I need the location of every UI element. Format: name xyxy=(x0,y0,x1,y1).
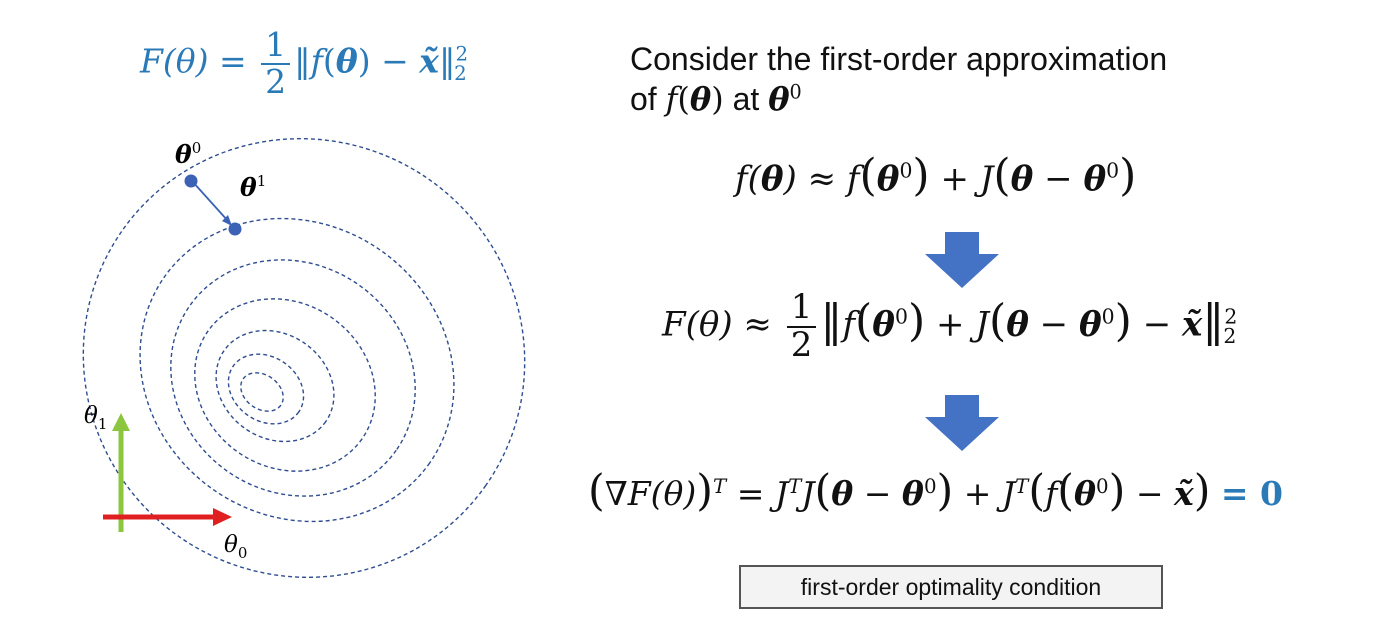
update-step-line xyxy=(191,180,229,222)
label-theta0: θ0 xyxy=(175,139,201,169)
half-fraction: 1 2 xyxy=(261,27,291,99)
contour-ring-1 xyxy=(82,137,526,579)
intro-text: Consider the first-order approximation o… xyxy=(630,40,1350,119)
down-arrow-icon xyxy=(925,232,999,288)
point-theta0 xyxy=(184,174,198,188)
optimality-caption: first-order optimality condition xyxy=(739,565,1163,609)
update-step-arrowhead xyxy=(222,215,232,226)
axis-y-label: θ1 xyxy=(84,403,107,433)
contour-ring-4 xyxy=(194,298,376,472)
linear-approximation-equation: f(θ) ≈ f(θ0) + J(θ − θ0) xyxy=(735,150,1137,201)
contour-plot: θ0 θ1 θ1 θ0 xyxy=(82,137,526,579)
quadratic-approximation-equation: F(θ) ≈ 1 2 ‖f(θ0) + J(θ − θ0) − x̃‖22 xyxy=(662,287,1238,365)
down-arrow-icon xyxy=(925,395,999,451)
objective-formula: F(θ) = 1 2 ‖f(θ) − x̃‖22 xyxy=(140,25,469,101)
label-theta1: θ1 xyxy=(240,172,266,202)
axis-x-arrowhead xyxy=(213,508,232,526)
contour-ring-3 xyxy=(170,259,416,497)
intro-line-1: Consider the first-order approximation xyxy=(630,41,1168,77)
axis-y-arrowhead xyxy=(112,413,130,431)
contour-ring-6 xyxy=(227,353,305,425)
contour-ring-7 xyxy=(240,372,284,412)
zero-result: = 0 xyxy=(1220,474,1284,513)
contour-ring-2 xyxy=(139,217,455,523)
intro-line-2: of f(θ) at θ0 xyxy=(630,79,802,118)
axis-x-label: θ0 xyxy=(224,532,247,562)
gradient-condition-equation: (∇F(θ))T = JTJ(θ − θ0) + JT(f(θ0) − x̃) … xyxy=(588,466,1284,516)
point-theta1 xyxy=(228,222,242,236)
contour-ring-5 xyxy=(215,329,335,443)
